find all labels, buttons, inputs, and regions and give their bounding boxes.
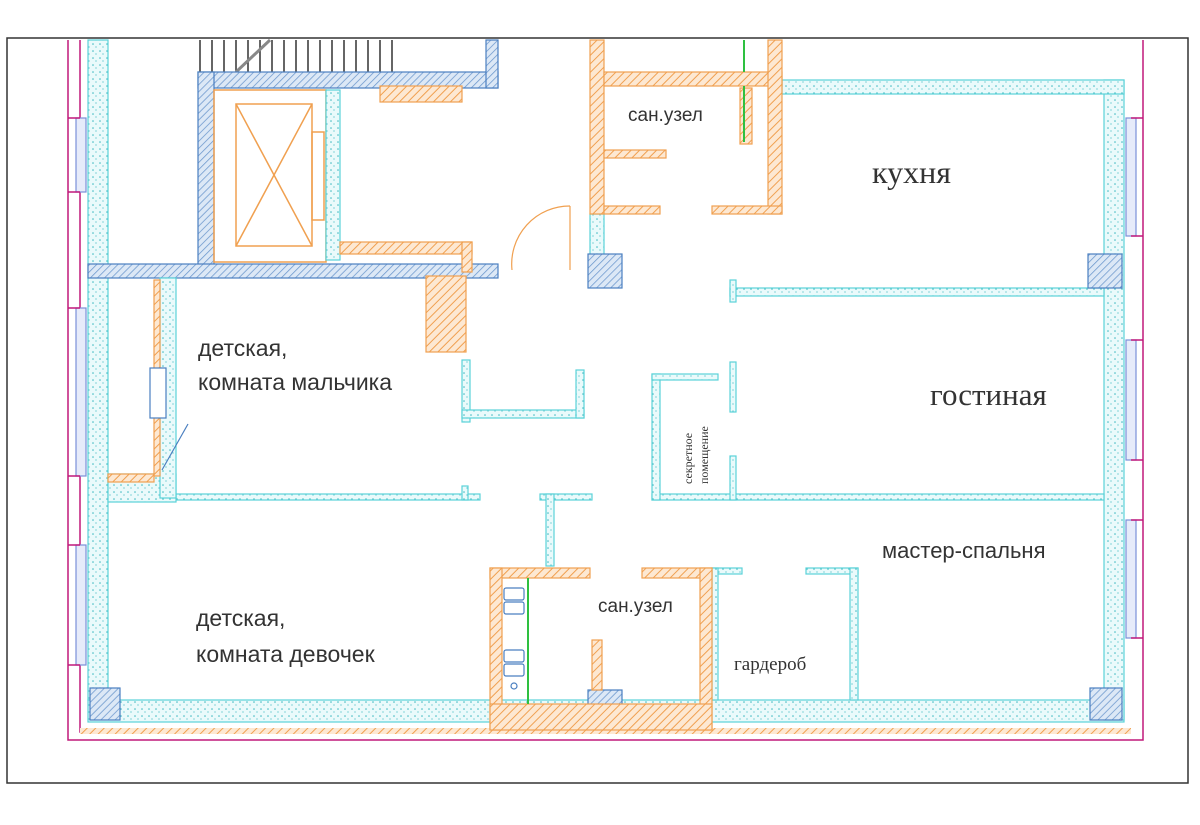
glass-partitions	[527, 40, 745, 704]
label-bathroom-top: сан.узел	[628, 105, 703, 126]
label-wardrobe: гардероб	[734, 654, 806, 675]
doors	[161, 205, 571, 471]
label-secret-room-1: секретное	[681, 433, 695, 484]
label-girls-room-2: комната девочек	[196, 641, 376, 667]
staircase	[199, 38, 393, 74]
label-girls-room-1: детская,	[196, 605, 285, 631]
columns	[89, 253, 1123, 723]
windows-left	[75, 117, 87, 666]
windows-right	[1125, 117, 1137, 639]
facade-finish	[80, 728, 1131, 734]
label-boy-room-1: детская,	[198, 335, 287, 361]
core-walls	[87, 39, 499, 279]
label-bathroom-bottom: сан.узел	[598, 596, 673, 617]
label-boy-room-2: комната мальчика	[198, 369, 392, 395]
interior-walls	[107, 89, 1105, 701]
label-living-room: гостиная	[930, 377, 1047, 412]
facade-piers	[68, 117, 1143, 666]
new-walls	[107, 39, 783, 731]
bath-fixtures	[149, 367, 525, 690]
label-kitchen: кухня	[872, 154, 951, 190]
label-master-bedroom: мастер-спальня	[882, 538, 1046, 563]
label-secret-room-2: помещение	[697, 426, 711, 484]
